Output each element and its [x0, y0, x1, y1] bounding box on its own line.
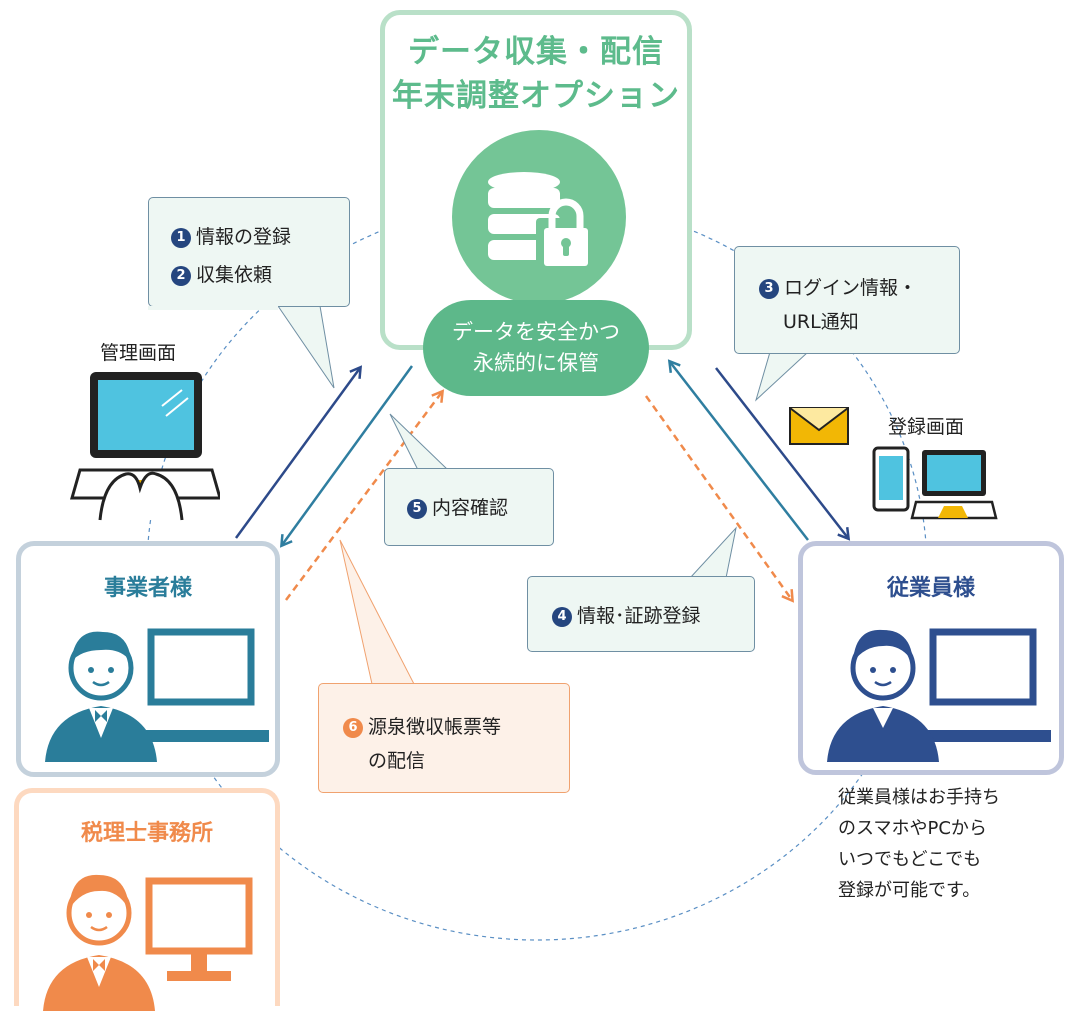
center-title: データ収集・配信 年末調整オプション [380, 30, 692, 118]
step-5-label: 内容確認 [432, 497, 509, 519]
arrow-distribution-to-center [285, 392, 442, 601]
employee-note: 従業員様はお手持ち のスマホやPCから いつでもどこでも 登録が可能です。 [838, 782, 1000, 906]
storage-line1: データを安全かつ [452, 320, 620, 344]
callout-5-tail [389, 413, 450, 471]
storage-pill: データを安全かつ 永続的に保管 [423, 300, 649, 396]
tail-cover-1 [148, 306, 278, 310]
tax-office-actor-box: 税理士事務所 [14, 788, 280, 1011]
callout-4-tail [688, 526, 737, 579]
step-1-label: 情報の登録 [196, 226, 292, 248]
storage-line2: 永続的に保管 [473, 351, 599, 375]
step-4-label: 情報･証跡登録 [577, 605, 701, 627]
step-3-label-line2: URL通知 [783, 311, 859, 333]
step-3-label-line1: ログイン情報・ [784, 277, 918, 299]
business-actor-box: 事業者様 [16, 541, 280, 777]
step-6-label-line2: の配信 [368, 750, 426, 772]
callout-6-tail [339, 539, 415, 685]
arrow-employee-to-center [670, 362, 809, 541]
business-person-icon [45, 628, 269, 762]
step-2-label: 収集依頼 [196, 264, 273, 286]
arrow-business-to-center [234, 368, 360, 539]
employee-person-icon [827, 628, 1051, 762]
step-5-badge: 5 [407, 499, 427, 519]
registration-screen-label: 登録画面 [888, 416, 965, 438]
envelope-icon [789, 407, 849, 445]
arrow-center-to-employee-dashed [644, 395, 792, 600]
callout-12-tail [277, 305, 335, 389]
step-1-badge: 1 [171, 228, 191, 248]
employee-title: 従業員様 [886, 576, 975, 601]
step-6-badge: 6 [343, 718, 363, 738]
arrow-center-to-business [282, 365, 414, 545]
center-title-line1: データ収集・配信 [408, 34, 664, 70]
admin-laptop-icon [70, 372, 220, 521]
business-title: 事業者様 [103, 576, 192, 601]
employee-note-line4: 登録が可能です。 [838, 880, 981, 901]
step-6-label-line1: 源泉徴収帳票等 [368, 716, 502, 738]
admin-screen-label: 管理画面 [100, 342, 177, 364]
employee-note-line1: 従業員様はお手持ち [838, 787, 1000, 808]
step-2-badge: 2 [171, 266, 191, 286]
tax-office-title: 税理士事務所 [80, 821, 213, 846]
center-title-line2: 年末調整オプション [392, 78, 680, 114]
database-circle [452, 130, 626, 304]
step-3-badge: 3 [759, 279, 779, 299]
step-4-badge: 4 [552, 607, 572, 627]
tax-office-person-icon [43, 874, 253, 1011]
arrow-center-to-employee [715, 367, 848, 538]
employee-note-line3: いつでもどこでも [838, 849, 982, 870]
employee-actor-box: 従業員様 [798, 541, 1064, 775]
database-lock-icon [488, 172, 588, 272]
employee-note-line2: のスマホやPCから [838, 818, 987, 839]
registration-devices-icon [872, 446, 998, 520]
callout-3-tail [755, 351, 810, 402]
